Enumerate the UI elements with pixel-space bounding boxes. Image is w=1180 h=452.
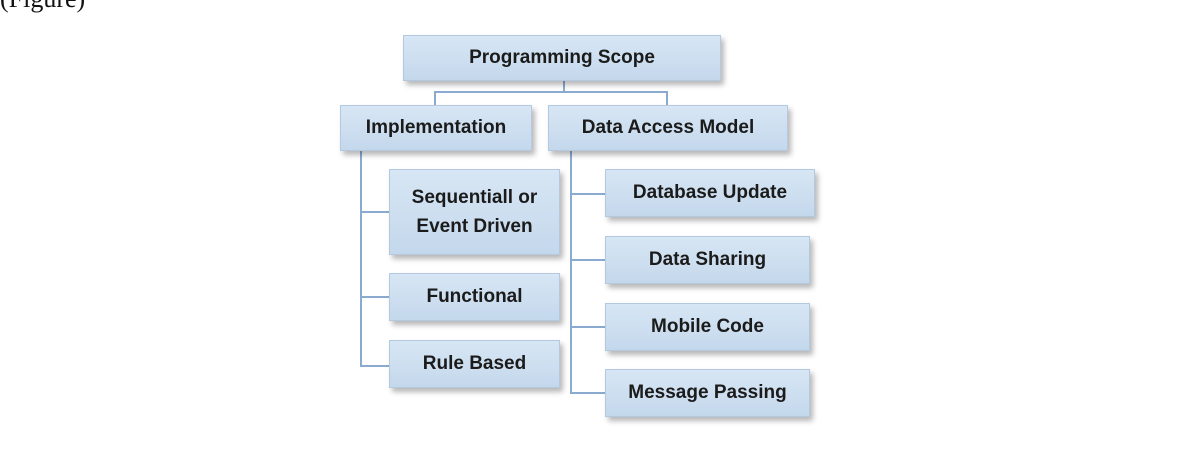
connector-implementation-spine <box>360 150 362 367</box>
connector-impl-child-1 <box>360 211 390 213</box>
leaf-node-functional: Functional <box>389 273 560 321</box>
connector-dam-spine <box>570 150 572 394</box>
connector-impl-child-3 <box>360 365 390 367</box>
figure-caption-fragment: (Figure) <box>0 0 85 12</box>
connector-to-data-access-model <box>666 91 668 105</box>
leaf-node-rule-based: Rule Based <box>389 340 560 388</box>
connector-dam-child-3 <box>570 326 606 328</box>
connector-impl-child-2 <box>360 296 390 298</box>
connector-dam-child-4 <box>570 392 606 394</box>
connector-to-implementation <box>434 91 436 105</box>
leaf-node-data-sharing: Data Sharing <box>605 236 810 284</box>
leaf-node-message-passing: Message Passing <box>605 369 810 417</box>
branch-node-implementation: Implementation <box>340 105 532 151</box>
connector-dam-child-2 <box>570 259 606 261</box>
leaf-node-mobile-code: Mobile Code <box>605 303 810 351</box>
leaf-node-sequential-event-driven: Sequentiall or Event Driven <box>389 169 560 255</box>
connector-root-down <box>563 80 565 92</box>
leaf-node-database-update: Database Update <box>605 169 815 217</box>
connector-dam-child-1 <box>570 193 606 195</box>
branch-node-data-access-model: Data Access Model <box>548 105 788 151</box>
connector-branch-bar <box>434 91 668 93</box>
root-node: Programming Scope <box>403 35 721 81</box>
